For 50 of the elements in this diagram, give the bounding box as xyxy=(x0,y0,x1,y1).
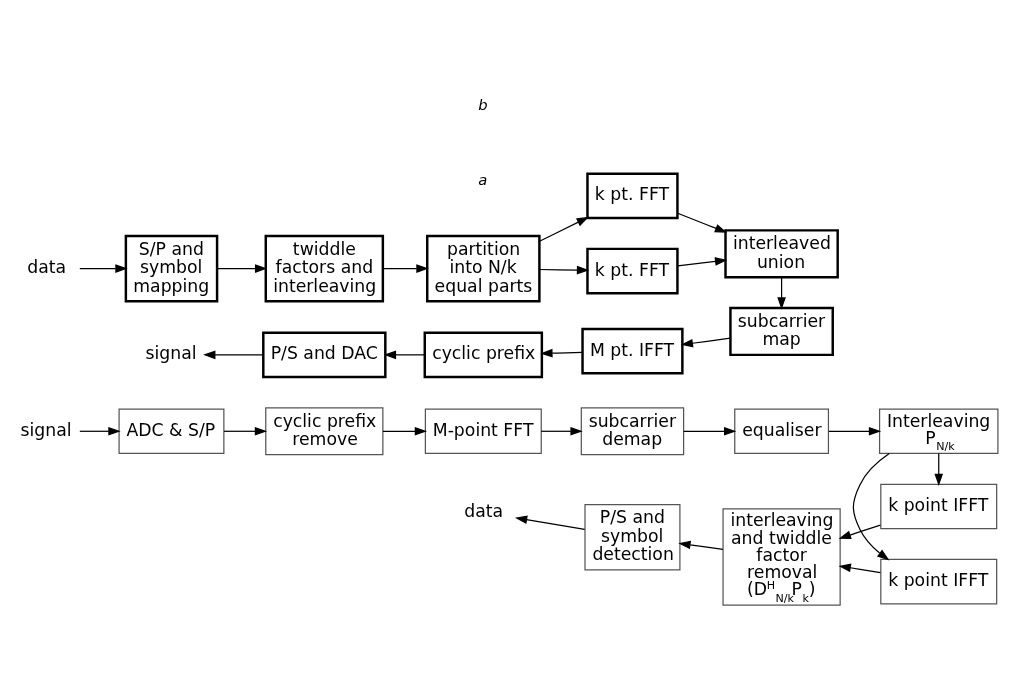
arrow xyxy=(852,453,890,561)
node-box: partition into N/k equal parts xyxy=(426,234,541,303)
node-box: M-point FFT xyxy=(424,408,542,455)
node-box: k pt. FFT xyxy=(586,172,679,220)
node-box: Interleaving P$_{N/k}$ xyxy=(878,408,999,455)
node-box: twiddle factors and interleaving xyxy=(264,234,385,303)
node-box: k point IFFT xyxy=(880,483,998,530)
node-box: k point IFFT xyxy=(880,558,998,605)
node-text: data xyxy=(464,501,504,522)
node-box: equaliser xyxy=(734,408,830,455)
arrow xyxy=(538,265,590,275)
arrow xyxy=(514,515,586,531)
arrow xyxy=(677,212,728,233)
node-box: M pt. IFFT xyxy=(581,327,684,375)
node-text: signal xyxy=(20,419,72,440)
node-box: interleaved union xyxy=(724,229,839,279)
arrow xyxy=(777,276,786,310)
arrow xyxy=(540,426,583,436)
node-box: cyclic prefix xyxy=(423,331,544,379)
node-box: cyclic prefix remove xyxy=(265,407,384,456)
node-text: signal xyxy=(145,343,197,364)
arrow xyxy=(838,524,881,540)
node-box: subcarrier map xyxy=(729,306,834,357)
arrow xyxy=(683,426,737,436)
arrow xyxy=(203,350,264,360)
node-box: subcarrier demap xyxy=(580,407,685,456)
label: b xyxy=(478,95,488,113)
node-box: P/S and symbol detection xyxy=(584,504,681,571)
arrow xyxy=(216,264,268,273)
arrow xyxy=(678,540,724,550)
node-box: S/P and symbol mapping xyxy=(124,234,219,303)
arrow xyxy=(540,348,583,358)
label: a xyxy=(478,170,488,188)
node-box: k pt. FFT xyxy=(586,247,679,295)
arrow xyxy=(838,563,881,574)
arrow xyxy=(680,337,731,348)
arrow xyxy=(223,426,268,436)
arrow xyxy=(934,452,944,486)
arrow xyxy=(538,216,589,242)
arrow xyxy=(677,257,728,267)
node-box: P/S and DAC xyxy=(262,331,387,379)
arrow xyxy=(383,350,426,360)
arrow xyxy=(79,264,128,273)
node-box: interleaving and twiddle factor removal (D$^{H}$$_{N/k}$P$_{k}$) xyxy=(722,508,841,606)
arrow xyxy=(79,426,121,436)
node-text: data xyxy=(27,257,67,278)
arrow xyxy=(382,426,428,436)
arrow xyxy=(382,264,429,273)
arrow xyxy=(828,426,882,436)
node-box: ADC & S/P xyxy=(118,408,225,455)
